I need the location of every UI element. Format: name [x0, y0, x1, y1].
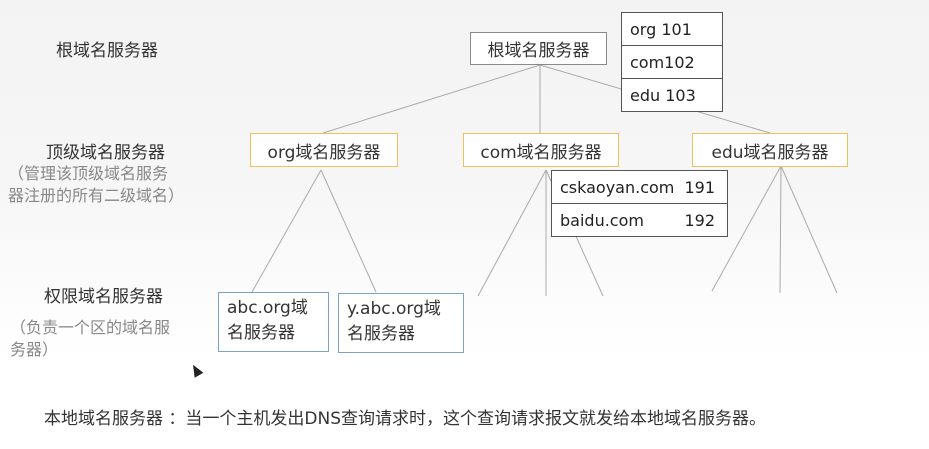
- level-note-auth-line1: （负责一个区的域名服: [10, 318, 171, 337]
- edu-server-node: edu域名服务器: [692, 133, 848, 167]
- table-row: org 101: [622, 13, 722, 46]
- y-abc-org-label-line2: 名服务器: [347, 324, 415, 344]
- level-label-tld: 顶级域名服务器: [46, 143, 165, 163]
- level-note-auth-line2: 务器）: [10, 340, 59, 359]
- level-note-tld-line1: （管理该顶级域名服务: [8, 164, 169, 183]
- record-value: 192: [684, 211, 715, 230]
- y-abc-org-label-line1: y.abc.org域: [347, 299, 441, 319]
- com-server-label: com域名服务器: [480, 142, 602, 163]
- table-row: com102: [622, 46, 722, 79]
- table-row: edu 103: [622, 79, 722, 112]
- table-row: baidu.com 192: [552, 204, 727, 237]
- y-abc-org-server-node: y.abc.org域 名服务器: [338, 293, 464, 353]
- record-name: baidu.com: [560, 211, 644, 230]
- abc-org-label-line2: 名服务器: [227, 323, 295, 343]
- record-name: edu 103: [630, 86, 696, 105]
- root-records-table: org 101 com102 edu 103: [621, 12, 723, 112]
- com-records-table: cskaoyan.com 191 baidu.com 192: [551, 170, 728, 237]
- table-row: cskaoyan.com 191: [552, 171, 727, 204]
- local-dns-description: 本地域名服务器 ：当一个主机发出DNS查询请求时，这个查询请求报文就发给本地域名…: [44, 409, 767, 429]
- org-server-label: org域名服务器: [267, 142, 381, 163]
- edu-server-label: edu域名服务器: [711, 142, 829, 163]
- root-server-node: 根域名服务器: [470, 32, 607, 65]
- abc-org-server-node: abc.org域 名服务器: [218, 292, 329, 352]
- level-note-tld-line2: 器注册的所有二级域名）: [8, 186, 185, 205]
- record-value: 191: [684, 178, 715, 197]
- level-label-authoritative: 权限域名服务器: [44, 287, 163, 307]
- level-label-root: 根域名服务器: [56, 41, 158, 61]
- record-name: org 101: [630, 20, 692, 39]
- org-server-node: org域名服务器: [250, 133, 398, 167]
- record-name: com102: [630, 53, 695, 72]
- record-name: cskaoyan.com: [560, 178, 675, 197]
- root-server-label: 根域名服务器: [487, 41, 590, 61]
- abc-org-label-line1: abc.org域: [227, 298, 308, 318]
- com-server-node: com域名服务器: [463, 133, 619, 167]
